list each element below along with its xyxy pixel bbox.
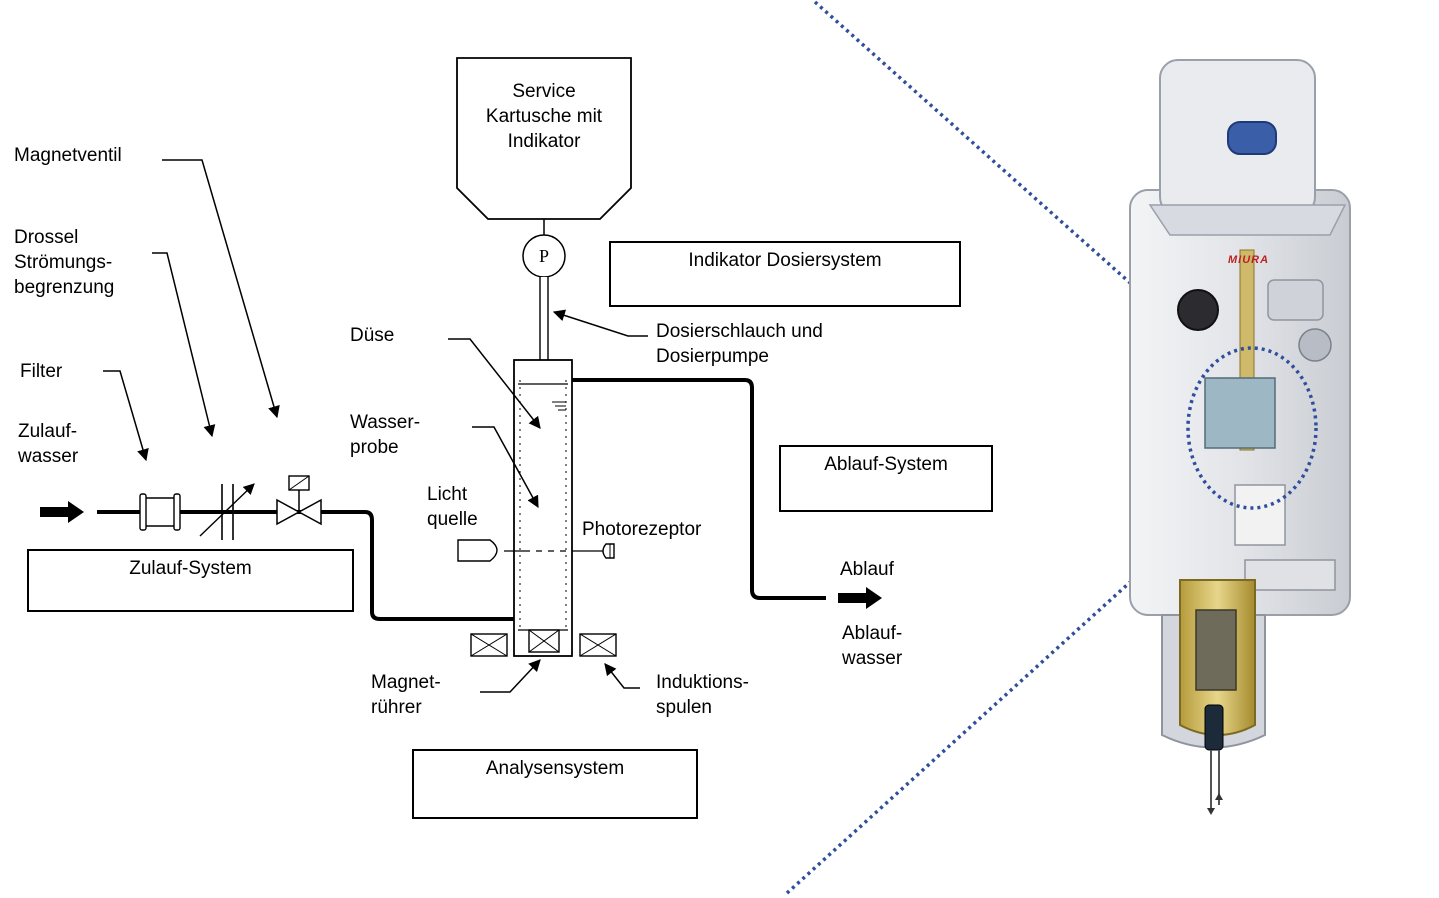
zulauf-system-title: Zulauf-System [129, 558, 252, 579]
leader-drossel [152, 252, 216, 438]
device-brand-logo: MIURA [1228, 254, 1270, 266]
light-source-symbol [457, 539, 498, 562]
leader-induktionsspulen [604, 663, 640, 689]
outlet-flow-arrow [838, 587, 882, 609]
throttle-symbol [199, 483, 255, 540]
ablauf-label: Ablauf [840, 559, 894, 580]
leader-filter [103, 370, 149, 462]
duese-label: Düse [350, 325, 395, 346]
leader-duese [448, 338, 541, 429]
induction-coil-left [470, 633, 508, 657]
inlet-pipe [97, 510, 514, 621]
measuring-cuvette [513, 359, 573, 657]
leader-magnetventil [162, 159, 280, 419]
filter-label: Filter [20, 361, 63, 382]
photorezeptor-label: Photorezeptor [582, 519, 702, 540]
photoreceptor-symbol [602, 543, 615, 559]
indikator-dosiersystem-title: Indikator Dosiersystem [688, 250, 882, 271]
outlet-pipe [572, 378, 826, 600]
ablauf-system-box: Ablauf-System [779, 445, 993, 512]
dosierschlauch-label: Dosierschlauch und Dosierpumpe [656, 321, 823, 367]
leader-wasserprobe [472, 426, 539, 509]
leader-dosierschlauch [552, 309, 648, 337]
cartridge-label: Service Kartusche mit Indikator [485, 81, 603, 152]
magnetic-stirrer [528, 629, 560, 653]
lichtquelle-label: Licht quelle [427, 484, 478, 530]
analyzer-device-illustration [1129, 59, 1351, 815]
magnetventil-label: Magnetventil [14, 145, 122, 166]
indikator-dosiersystem-box: Indikator Dosiersystem [609, 241, 961, 307]
ablaufwasser-label: Ablauf- wasser [842, 623, 903, 669]
magnetruehrer-label: Magnet- rührer [371, 672, 441, 718]
analysensystem-title: Analysensystem [485, 758, 625, 779]
solenoid-valve-symbol [276, 475, 322, 526]
inlet-flow-arrow [40, 501, 84, 523]
pump-symbol-label: P [538, 246, 549, 266]
ablauf-system-title: Ablauf-System [824, 454, 948, 475]
induction-coil-right [579, 633, 617, 657]
service-cartridge [456, 57, 632, 220]
filter-symbol [139, 493, 181, 531]
zulauf-system-box: Zulauf-System [27, 549, 354, 612]
drossel-label: Drossel Strömungs- begrenzung [14, 227, 115, 298]
wasserprobe-label: Wasser- probe [350, 412, 421, 458]
analysensystem-box: Analysensystem [412, 749, 698, 819]
induktionsspulen-label: Induktions- spulen [656, 672, 749, 718]
leader-magnetruehrer [480, 659, 541, 693]
zulaufwasser-label: Zulauf- wasser [18, 421, 79, 467]
